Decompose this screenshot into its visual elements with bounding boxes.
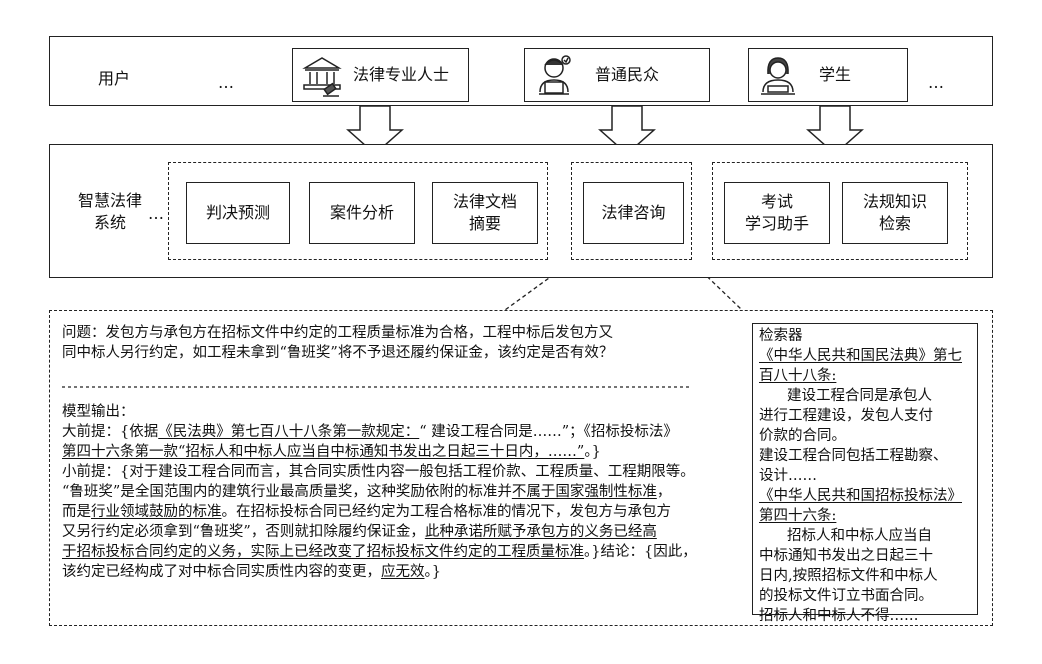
user-card-label: 法律专业人士 <box>353 65 450 84</box>
users-label: 用户 <box>98 69 131 88</box>
system-group-study <box>712 162 968 260</box>
users-ellipsis-right: … <box>928 73 944 92</box>
zoom-lines <box>504 261 743 311</box>
output-line: 大前提：{依据《民法典》第七百八十八条第一款规定：“ 建设工程合同是……”；《招… <box>62 424 678 440</box>
user-card-student: 学生 <box>748 48 908 102</box>
output-line: 第四十六条第一款“招标人和中标人应当自中标通知书发出之日起三十日内，……”。} <box>62 444 601 460</box>
output-line: 又另行约定必须拿到“鲁班奖”，否则就扣除履约保证金，此种承诺所赋予承包方的义务已… <box>62 524 657 540</box>
citizen-icon <box>539 55 571 95</box>
retriever-law1-title: 《中华人民共和国民法典》第七 百八十八条: <box>759 348 962 384</box>
model-output-title: 模型输出： <box>62 404 135 420</box>
users-ellipsis-left: … <box>218 73 234 92</box>
output-line: “鲁班奖”是全国范围内的建筑行业最高质量奖，这种奖励依附的标准并不属于国家强制性… <box>62 484 672 500</box>
consult-detail-panel <box>49 310 993 626</box>
user-card-lawyer: 法律专业人士 <box>292 48 469 102</box>
module-judgment-prediction: 判决预测 <box>186 182 290 244</box>
module-regulation-search: 法规知识 检索 <box>842 182 948 244</box>
module-case-analysis: 案件分析 <box>309 182 415 244</box>
output-line: 于招标投标合同约定的义务，实际上已经改变了招标投标文件约定的工程质量标准。}结论… <box>62 544 697 560</box>
user-card-label: 普通民众 <box>595 65 660 84</box>
system-group-analysis <box>168 162 548 260</box>
output-line: 该约定已经构成了对中标合同实质性内容的变更，应无效。} <box>62 564 441 580</box>
arrow-users-to-system <box>346 105 864 156</box>
output-line: 小前提：{对于建设工程合同而言，其合同实质性内容一般包括工程价款、工程质量、工程… <box>62 464 695 480</box>
module-exam-assistant: 考试 学习助手 <box>724 182 830 244</box>
retriever-law2-body: 招标人和中标人应当自 中标通知书发出之日起三十 日内,按照招标文件和中标人 的投… <box>759 528 938 624</box>
question-text: 问题：发包方与承包方在招标文件中约定的工程质量标准为合格，工程中标后发包方又 同… <box>62 325 614 361</box>
system-label: 智慧法律 系统 <box>78 191 143 232</box>
module-legal-consult: 法律咨询 <box>583 182 684 244</box>
retriever-title: 检索器 <box>759 328 803 344</box>
retriever-law1-body: 建设工程合同是承包人 进行工程建设，发包人支付 价款的合同。 建设工程合同包括工… <box>759 388 948 484</box>
retriever-box: 检索器 《中华人民共和国民法典》第七 百八十八条: 建设工程合同是承包人 进行工… <box>752 323 978 624</box>
student-icon <box>761 57 795 95</box>
user-card-citizen: 普通民众 <box>524 48 710 102</box>
lawyer-icon <box>302 57 342 97</box>
output-line: 而是行业领域鼓励的标准。在招标投标合同已经约定为工程合格标准的情况下，发包方与承… <box>62 504 671 520</box>
retriever-law2-title: 《中华人民共和国招标投标法》 第四十六条: <box>759 488 962 524</box>
system-ellipsis: … <box>148 204 164 223</box>
model-output: 模型输出： 大前提：{依据《民法典》第七百八十八条第一款规定：“ 建设工程合同是… <box>62 402 752 582</box>
system-group-consult <box>571 162 692 260</box>
user-card-label: 学生 <box>819 65 852 84</box>
module-document-summary: 法律文档 摘要 <box>432 182 538 244</box>
